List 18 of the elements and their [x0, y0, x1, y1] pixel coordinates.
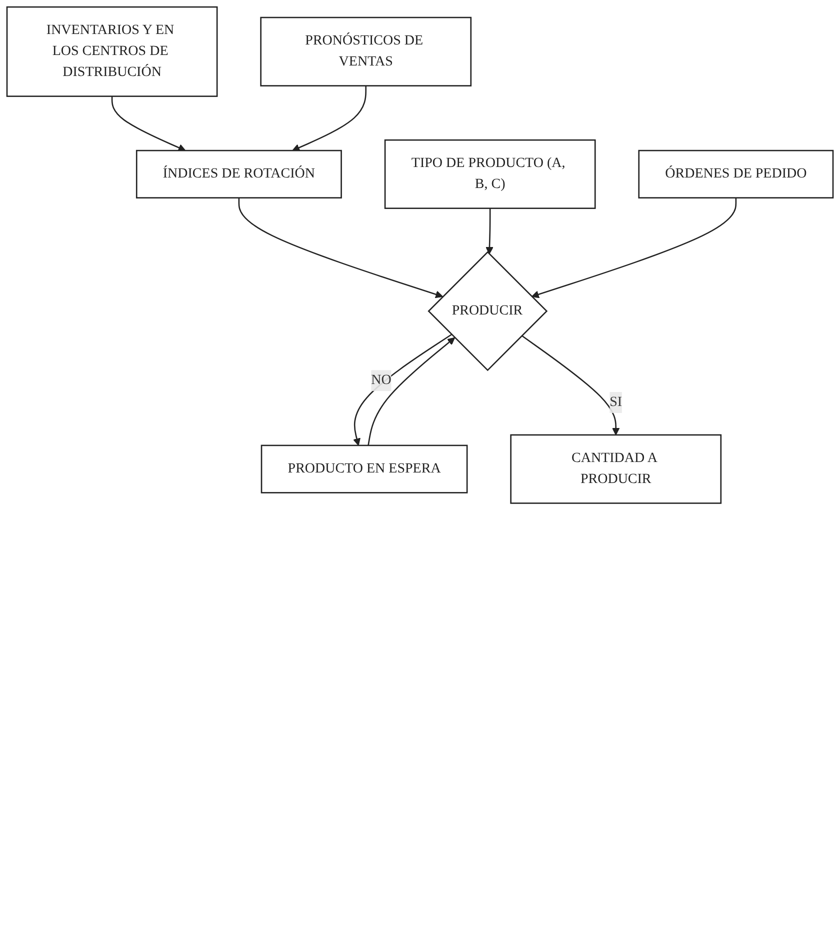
arrow — [531, 198, 737, 298]
node-box: CANTIDAD A PRODUCIR — [510, 434, 722, 504]
arrow — [238, 198, 444, 298]
node-box: PRODUCTO EN ESPERA — [260, 444, 468, 494]
arrow — [353, 334, 452, 446]
node-diamond: PRODUCIR — [428, 251, 548, 372]
arrow — [521, 335, 620, 436]
node-box: TIPO DE PRODUCTO (A, B, C) — [384, 139, 596, 209]
arrow — [111, 96, 186, 152]
node-box: PRONÓSTICOS DE VENTAS — [260, 16, 472, 86]
node-box: INVENTARIOS Y EN LOS CENTROS DE DISTRIBUCIÓN — [6, 6, 218, 97]
node-box: ÓRDENES DE PEDIDO — [638, 150, 834, 198]
arrow — [368, 337, 456, 446]
edge-label: SI — [610, 394, 622, 410]
arrow — [292, 86, 367, 152]
edge-label: NO — [371, 372, 392, 388]
node-box: ÍNDICES DE ROTACIÓN — [136, 150, 342, 198]
arrow — [486, 208, 494, 254]
